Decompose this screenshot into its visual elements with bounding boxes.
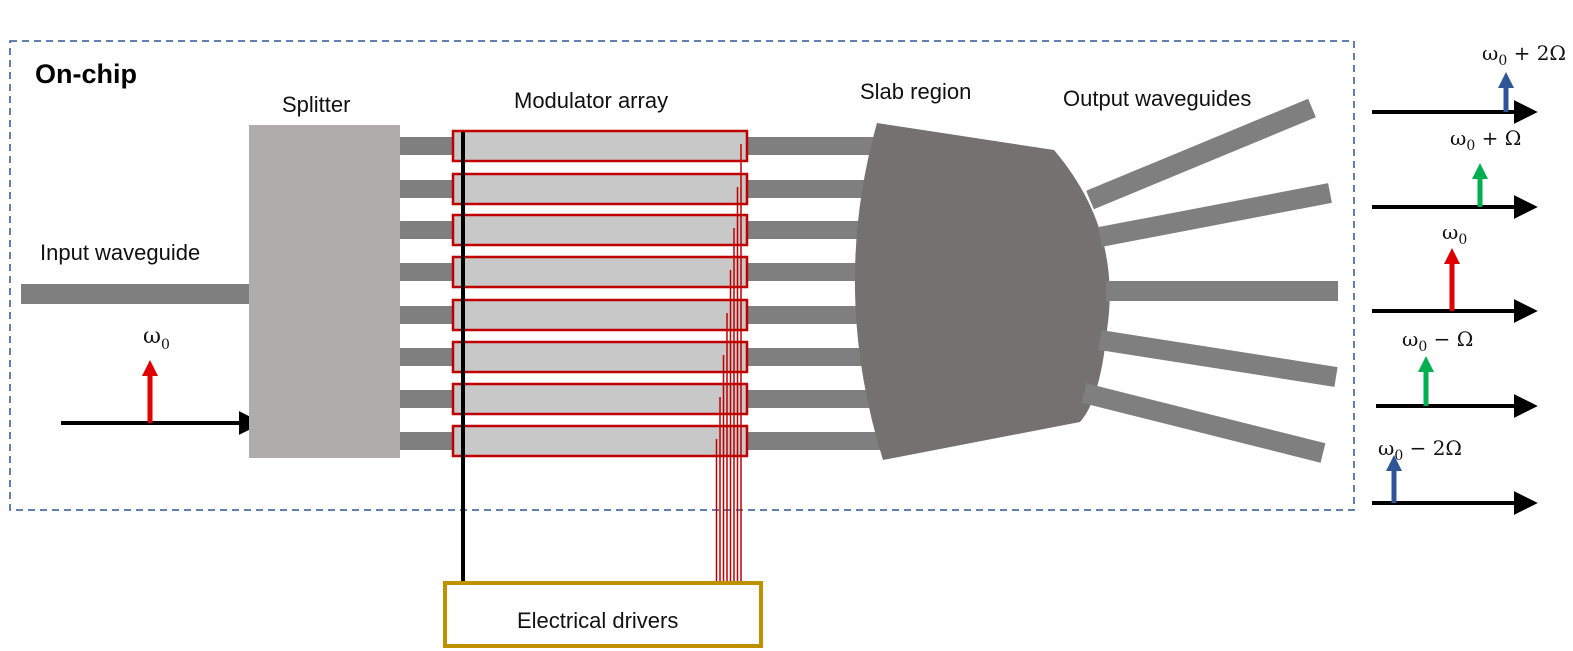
modulator-2 <box>451 172 749 206</box>
modulator-7 <box>451 382 749 416</box>
output-frequency-arrowhead-3 <box>1444 248 1460 264</box>
output-frequency-arrowhead-2 <box>1472 163 1488 179</box>
output-waveguide-5 <box>1081 383 1326 463</box>
modulator-array <box>451 129 749 458</box>
input-spectrum: ω0 <box>61 324 263 435</box>
output-spectra: ω0 + 2Ω ω0 + Ω ω0 ω0 − Ω ω0 − 2Ω <box>1372 41 1566 515</box>
splitter-label: Splitter <box>282 92 350 117</box>
chip-boundary <box>9 40 1355 511</box>
output-waveguides <box>1081 98 1338 463</box>
input-waveguide-label: Input waveguide <box>40 240 200 265</box>
output-frequency-label-5: ω0 − 2Ω <box>1378 436 1462 464</box>
output-spectrum-5: ω0 − 2Ω <box>1372 436 1538 515</box>
splitter <box>249 125 400 458</box>
input-frequency-label: ω0 <box>143 324 170 353</box>
output-frequency-label-2: ω0 + Ω <box>1450 126 1521 154</box>
output-spectrum-4: ω0 − Ω <box>1376 327 1538 418</box>
modulator-4 <box>451 255 749 289</box>
output-frequency-label-4: ω0 − Ω <box>1402 327 1473 355</box>
electrical-drivers-box <box>443 581 763 648</box>
output-frequency-arrowhead-4 <box>1418 356 1434 372</box>
output-frequency-arrowhead-1 <box>1498 72 1514 88</box>
output-waveguides-label: Output waveguides <box>1063 86 1251 111</box>
modulator-3 <box>451 213 749 247</box>
drive-wires <box>715 144 742 593</box>
slab-region <box>854 123 1110 460</box>
input-waveguide <box>21 284 251 304</box>
modulator-5 <box>451 298 749 332</box>
output-spectrum-1: ω0 + 2Ω <box>1372 41 1566 124</box>
modulator-1 <box>451 129 749 163</box>
output-spectrum-2: ω0 + Ω <box>1372 126 1538 219</box>
output-waveguide-4 <box>1098 330 1338 387</box>
modulator-6 <box>451 340 749 374</box>
output-frequency-label-3: ω0 <box>1442 220 1467 248</box>
output-waveguide-2 <box>1098 183 1332 247</box>
modulator-array-label: Modulator array <box>514 88 668 113</box>
electrical-drivers-label: Electrical drivers <box>517 608 678 633</box>
slab-region-label: Slab region <box>860 79 971 104</box>
output-frequency-label-1: ω0 + 2Ω <box>1482 41 1566 69</box>
output-spectrum-3: ω0 <box>1372 220 1538 323</box>
on-chip-label: On-chip <box>35 59 137 89</box>
modulator-8 <box>451 424 749 458</box>
output-waveguide-1 <box>1086 98 1316 210</box>
input-frequency-arrowhead <box>142 360 158 376</box>
output-frequency-arrowhead-5 <box>1386 455 1402 471</box>
